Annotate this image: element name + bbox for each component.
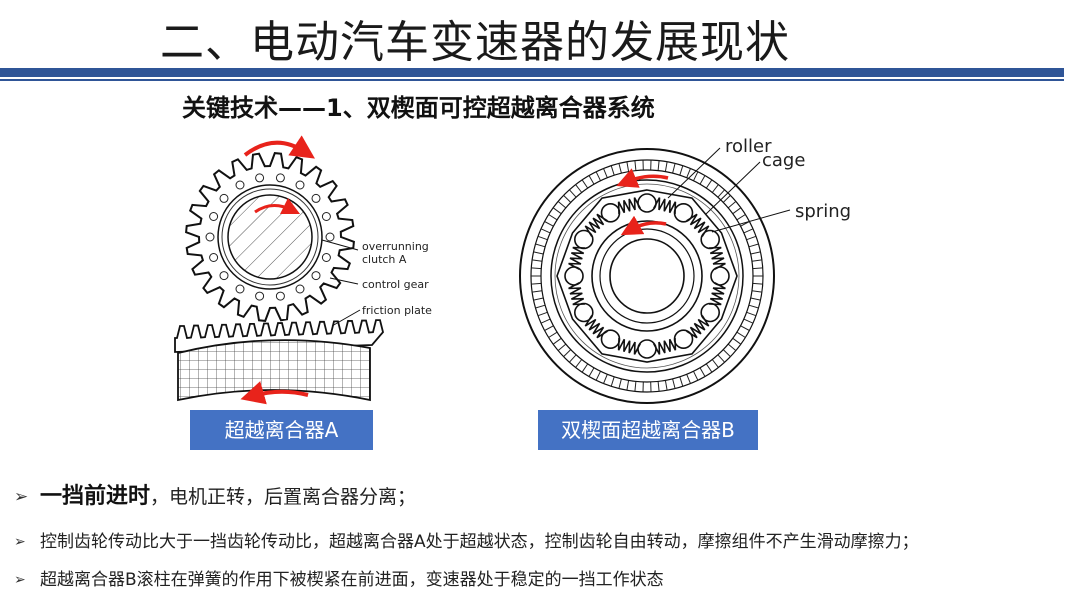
friction-plate <box>177 339 371 402</box>
rotation-arrow-icon <box>616 168 669 188</box>
title-underline-thin <box>0 79 1064 81</box>
caption-clutch-a: 超越离合器A <box>190 410 373 450</box>
outer-race <box>217 184 323 290</box>
rotation-arrow-icon <box>243 135 315 159</box>
roller <box>235 180 245 190</box>
spring-set <box>568 197 726 355</box>
roller <box>637 339 657 359</box>
roller <box>275 291 285 301</box>
slide-subtitle: 关键技术——1、双楔面可控超越离合器系统 <box>182 94 655 122</box>
spring <box>617 337 642 355</box>
roller <box>209 212 219 221</box>
roller <box>295 284 305 294</box>
roller <box>209 253 219 262</box>
roller <box>637 193 657 213</box>
label-cage: cage <box>762 150 805 171</box>
spring <box>708 281 726 306</box>
gear-teeth <box>531 160 763 392</box>
roller-set <box>564 193 730 359</box>
bullet-text: ，电机正转，后置离合器分离； <box>150 486 417 508</box>
label-overrunning: overrunning <box>362 240 429 253</box>
label-friction-plate: friction plate <box>362 304 432 317</box>
spring <box>686 213 710 237</box>
rotation-arrow-icon <box>240 381 309 405</box>
roller <box>255 291 265 301</box>
cage <box>556 189 738 363</box>
bullet-item: ➢ 超越离合器B滚柱在弹簧的作用下被楔紧在前进面，变速器处于稳定的一挡工作状态 <box>14 562 1074 598</box>
bullet-text: 超越离合器B滚柱在弹簧的作用下被楔紧在前进面，变速器处于稳定的一挡工作状态 <box>40 570 664 590</box>
label-spring: spring <box>795 201 851 222</box>
arrow-bullet-icon: ➢ <box>14 572 26 588</box>
bullet-lead: 一挡前进时 <box>40 484 151 509</box>
inner-shaft <box>227 194 313 280</box>
roller <box>295 180 305 190</box>
bullet-text: 控制齿轮传动比大于一挡齿轮传动比，超越离合器A处于超越状态，控制齿轮自由转动，摩… <box>40 532 919 552</box>
title-underline <box>0 68 1064 77</box>
bullet-item: ➢ 控制齿轮传动比大于一挡齿轮传动比，超越离合器A处于超越状态，控制齿轮自由转动… <box>14 522 1074 562</box>
roller <box>219 193 229 203</box>
spring <box>568 281 586 306</box>
spring <box>652 197 677 215</box>
caption-clutch-b: 双楔面超越离合器B <box>538 410 758 450</box>
roller <box>205 232 215 242</box>
rotation-arrow-icon <box>620 215 667 236</box>
spring <box>686 315 710 339</box>
slide-title: 二、电动汽车变速器的发展现状 <box>160 17 790 68</box>
roller <box>219 271 229 281</box>
roller <box>235 284 245 294</box>
roller <box>321 212 331 221</box>
spring <box>568 246 586 271</box>
roller <box>325 232 335 242</box>
bullet-item: ➢ 一挡前进时，电机正转，后置离合器分离； <box>14 478 1074 516</box>
spring <box>617 197 642 215</box>
roller <box>321 253 331 262</box>
rotation-arrow-icon <box>254 197 301 215</box>
shaft-bore <box>609 238 685 314</box>
roller <box>564 266 584 286</box>
roller <box>275 173 285 183</box>
roller <box>255 173 265 183</box>
clutch-b-diagram: roller cage spring <box>519 136 851 404</box>
spring <box>652 337 677 355</box>
label-clutch-a: clutch A <box>362 253 407 266</box>
spring <box>584 213 608 237</box>
label-control-gear: control gear <box>362 278 429 291</box>
roller <box>710 266 730 286</box>
bullet-list: ➢ 一挡前进时，电机正转，后置离合器分离； ➢ 控制齿轮传动比大于一挡齿轮传动比… <box>14 478 1074 598</box>
arrow-bullet-icon: ➢ <box>14 534 26 550</box>
spring <box>584 315 608 339</box>
label-roller: roller <box>725 136 772 157</box>
clutch-a-diagram: overrunning clutch A control gear fricti… <box>174 135 432 405</box>
clutch-rollers <box>205 173 335 301</box>
clutch-diagrams: overrunning clutch A control gear fricti… <box>174 135 851 405</box>
roller <box>311 271 321 281</box>
roller <box>311 193 321 203</box>
spring <box>708 246 726 271</box>
arrow-bullet-icon: ➢ <box>14 487 29 507</box>
